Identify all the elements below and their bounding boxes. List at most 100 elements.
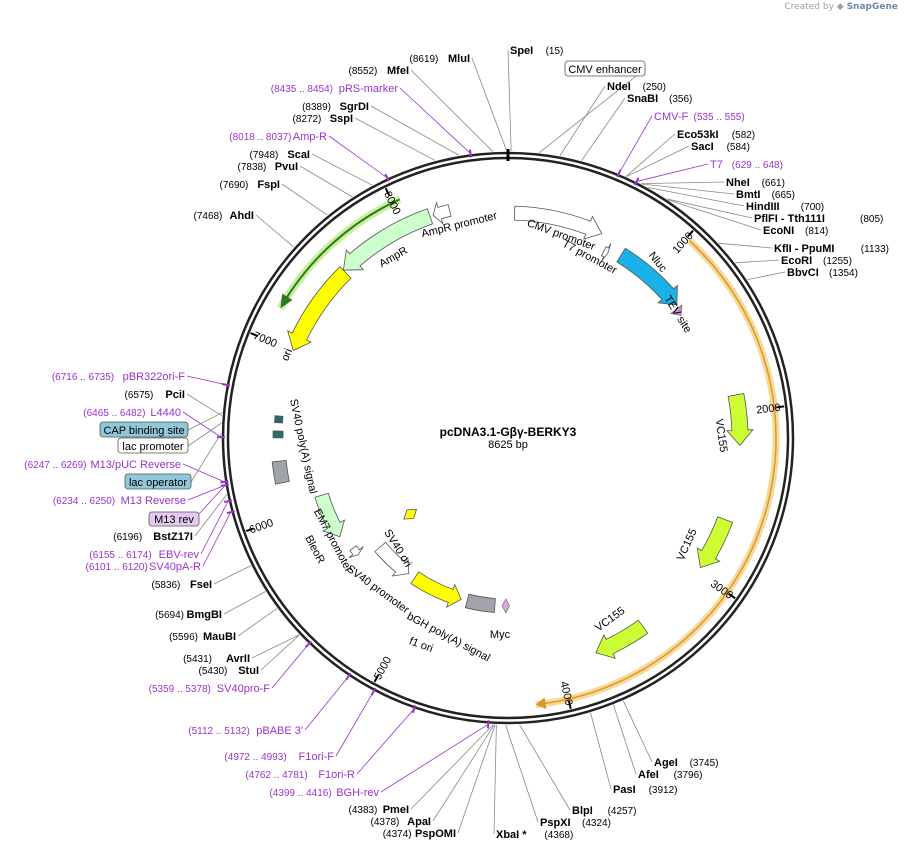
tick-label: 7000 xyxy=(251,330,278,350)
enzyme-leader xyxy=(668,199,762,231)
primer-site xyxy=(384,173,390,182)
boxed-label-frame xyxy=(564,60,646,77)
orf-line xyxy=(539,240,777,705)
enzyme-label: MauBI(5596) xyxy=(169,631,236,643)
boxed-leader xyxy=(187,412,223,431)
enzyme-label: EcoRI (1255) xyxy=(781,255,852,267)
enzyme-name: StuI xyxy=(238,665,259,677)
enzyme-name: EcoRI xyxy=(781,255,812,267)
enzyme-leader xyxy=(299,165,353,198)
primer-range: (4762 .. 4781) xyxy=(245,770,307,781)
primer-leader xyxy=(182,411,222,438)
primer-leader xyxy=(271,644,309,689)
enzyme-label: BlpI(4257) xyxy=(572,805,637,817)
leader-layer xyxy=(182,49,786,835)
credit-prefix: Created by xyxy=(784,2,834,12)
enzyme-label: MfeI(8552) xyxy=(348,65,409,77)
feature-label: SV40 poly(A) signal xyxy=(287,398,319,495)
primer-range: (6234 .. 6250) xyxy=(53,496,115,507)
enzyme-position: (1255) xyxy=(823,256,852,267)
enzyme-position: (5694) xyxy=(155,610,184,621)
enzyme-leader xyxy=(213,565,252,585)
enzyme-leader xyxy=(260,634,300,671)
primer-leader xyxy=(182,463,225,483)
enzyme-leader xyxy=(237,608,278,637)
enzyme-position: (7948) xyxy=(249,150,278,161)
enzyme-label: SspI(8272) xyxy=(292,113,353,125)
primer-label: EBV-rev(6155 .. 6174) xyxy=(89,549,199,561)
primer-label: T7(629 .. 648) xyxy=(710,159,783,171)
enzyme-position: (805) xyxy=(860,214,883,225)
enzyme-label: NheI(661) xyxy=(726,177,785,189)
enzyme-name: AhdI xyxy=(230,210,254,222)
primer-site xyxy=(220,483,230,487)
enzyme-name: SnaBI xyxy=(627,93,658,105)
boxed-label-text: lac promoter xyxy=(122,441,183,453)
enzyme-leader xyxy=(640,181,725,185)
primer-site xyxy=(411,705,417,714)
f1-ori-arrow xyxy=(410,571,462,609)
enzyme-label: HindIII(700) xyxy=(746,201,824,213)
enzyme-leader xyxy=(457,724,496,834)
tick-mark xyxy=(373,674,380,683)
primer-site xyxy=(223,499,233,504)
primer-range: (6101 .. 6120) xyxy=(86,562,148,573)
plasmid-name: pcDNA3.1-Gβγ-BERKY3 xyxy=(440,425,577,439)
vc155-arrow-3 xyxy=(595,619,649,659)
enzyme-leader xyxy=(311,153,373,186)
enzyme-leader xyxy=(354,117,436,161)
enzyme-leader xyxy=(559,85,606,156)
enzyme-name: AfeI xyxy=(638,769,659,781)
sv40-ori-box xyxy=(403,508,418,520)
primer-leader xyxy=(304,676,349,731)
enzyme-leader xyxy=(432,724,495,822)
enzyme-name: AgeI xyxy=(654,757,678,769)
enzyme-label: XbaI *(4368) xyxy=(496,829,573,841)
primer-label: pRS-marker (8435 .. 8454) xyxy=(271,83,399,95)
enzyme-name: BlpI xyxy=(572,805,593,817)
enzyme-name: PasI xyxy=(613,784,636,796)
myc-tag xyxy=(501,598,510,614)
enzyme-name: BmgBI xyxy=(187,609,222,621)
feature-label: BleoR xyxy=(302,534,327,566)
enzyme-leader xyxy=(251,634,300,659)
primer-site xyxy=(226,510,235,515)
boxed-leader xyxy=(187,422,222,447)
enzyme-name: SspI xyxy=(330,113,353,125)
enzyme-name: PflFI - Tth111I xyxy=(754,213,825,225)
enzyme-leader xyxy=(186,393,223,417)
enzyme-position: (3912) xyxy=(649,785,678,796)
enzyme-label: BbvCI(1354) xyxy=(787,267,858,279)
primer-range: (8018 .. 8037) xyxy=(229,132,291,143)
primer-name: Amp-R xyxy=(293,131,327,143)
enzyme-leader xyxy=(666,198,753,219)
primer-name: F1ori-R xyxy=(318,769,355,781)
enzyme-name: BbvCI xyxy=(787,267,819,279)
ori-arrow xyxy=(287,266,352,351)
enzyme-position: (4378) xyxy=(370,817,399,828)
primer-site xyxy=(486,720,490,729)
primer-range: (6716 .. 6735) xyxy=(52,372,114,383)
primer-range: (6465 .. 6482) xyxy=(83,408,145,419)
enzyme-leader xyxy=(194,494,227,537)
primer-name: pRS-marker xyxy=(339,83,399,95)
primer-leader xyxy=(202,511,232,567)
feature-label: AmpR promoter xyxy=(420,210,499,241)
enzyme-leader xyxy=(505,724,539,823)
enzyme-position: (582) xyxy=(732,130,755,141)
enzyme-leader xyxy=(648,187,745,207)
primer-range: (8435 .. 8454) xyxy=(271,84,333,95)
tick-mark xyxy=(250,332,259,338)
enzyme-name: SgrDI xyxy=(340,101,369,113)
enzyme-position: (3745) xyxy=(690,758,719,769)
primer-range: (535 .. 555) xyxy=(694,112,745,123)
enzyme-leader xyxy=(747,271,786,281)
enzyme-name: SacI xyxy=(691,141,714,153)
enzyme-position: (8389) xyxy=(302,102,331,113)
enzyme-leader xyxy=(223,591,266,615)
ampr-line-head xyxy=(280,293,293,309)
primer-name: SV40pro-F xyxy=(217,683,270,695)
enzyme-leader xyxy=(507,49,512,152)
enzyme-position: (4324) xyxy=(582,818,611,829)
vc155-arrow-2 xyxy=(696,516,734,569)
